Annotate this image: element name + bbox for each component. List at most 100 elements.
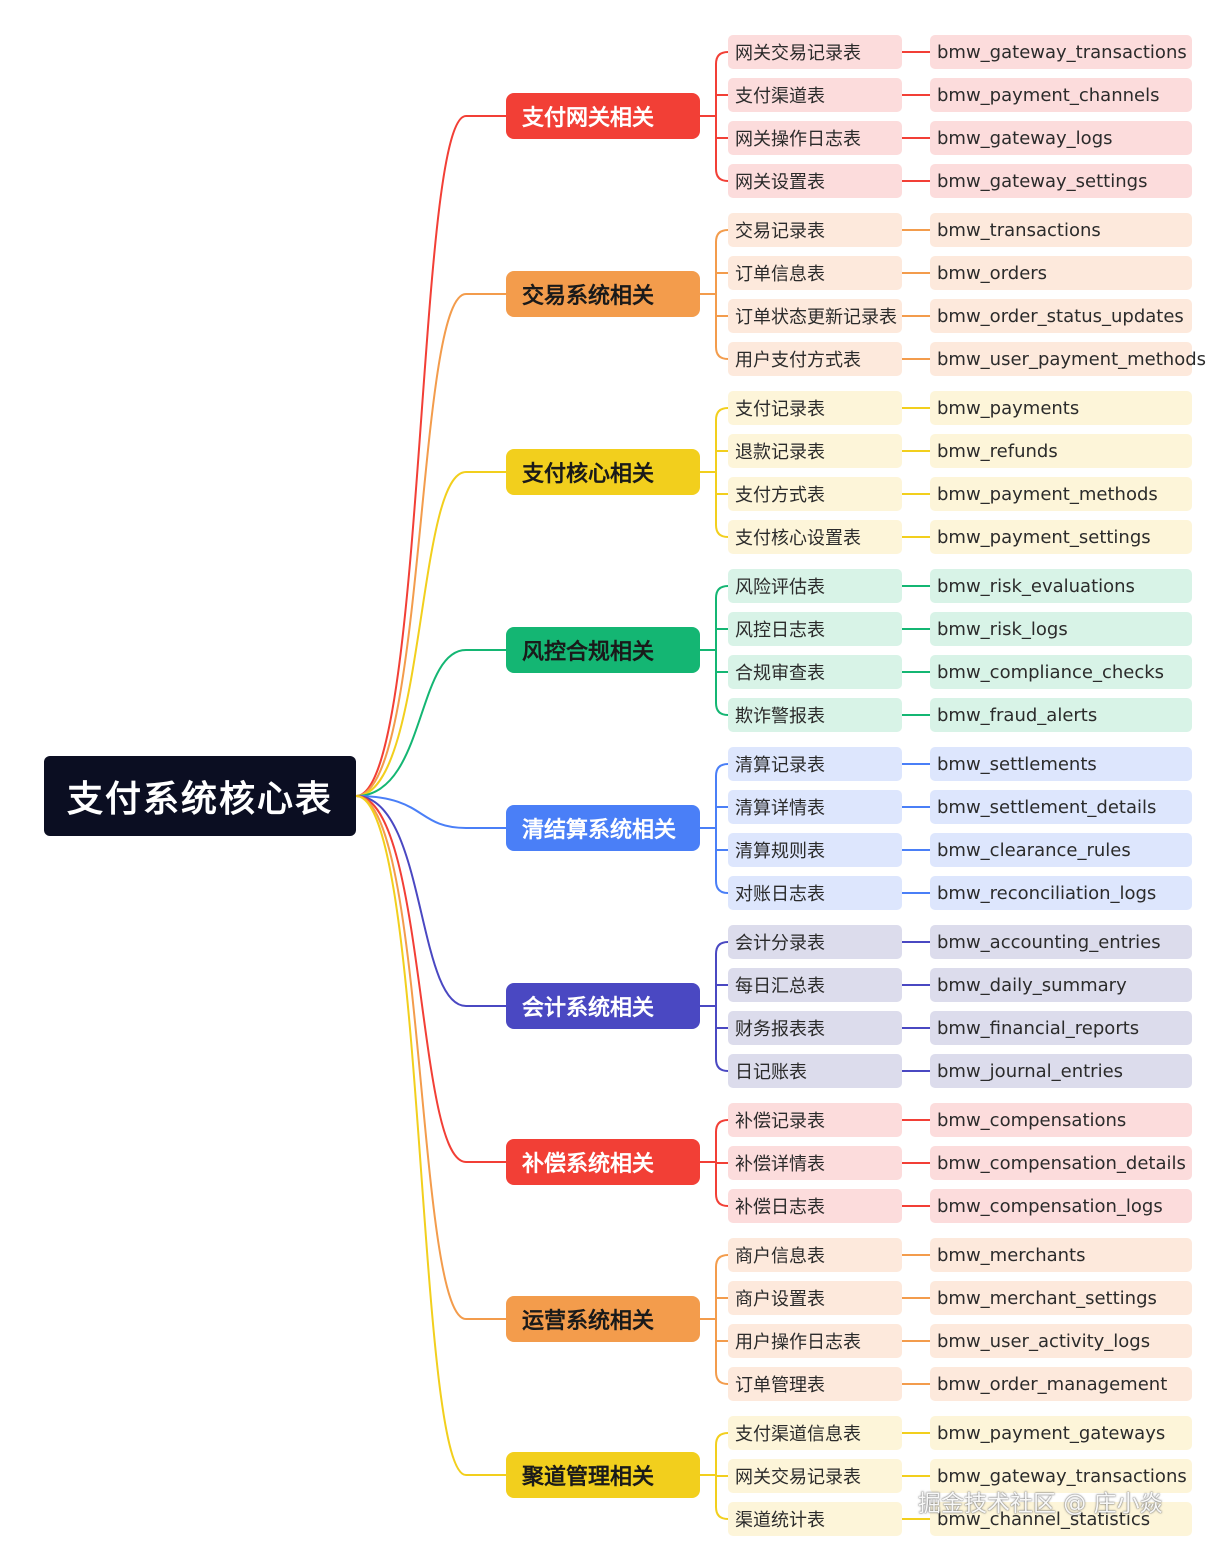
table-cn-node: 合规审查表 (728, 655, 902, 689)
connector-bracket-0 (715, 51, 729, 182)
table-en-node: bmw_risk_evaluations (930, 569, 1192, 603)
category-label: 支付核心相关 (522, 462, 655, 487)
table-en-node: bmw_gateway_logs (930, 121, 1192, 155)
table-cn-node: 商户设置表 (728, 1281, 902, 1315)
table-en-node: bmw_payment_channels (930, 78, 1192, 112)
table-en-node: bmw_order_status_updates (930, 299, 1192, 333)
table-en-node: bmw_gateway_transactions (930, 35, 1192, 69)
table-en-label: bmw_channel_statistics (937, 1508, 1151, 1530)
table-cn-label: 商户信息表 (735, 1246, 825, 1267)
category-node: 支付核心相关 (506, 449, 700, 495)
connector-root-1 (355, 293, 506, 797)
table-cn-label: 支付渠道表 (735, 86, 825, 107)
table-en-label: bmw_user_payment_methods (937, 348, 1207, 370)
table-cn-label: 退款记录表 (735, 442, 825, 463)
table-en-label: bmw_payments (937, 397, 1080, 419)
table-cn-node: 对账日志表 (728, 876, 902, 910)
table-en-label: bmw_daily_summary (937, 974, 1127, 996)
table-cn-node: 支付方式表 (728, 477, 902, 511)
table-en-node: bmw_transactions (930, 213, 1192, 247)
table-cn-node: 用户操作日志表 (728, 1324, 902, 1358)
connector-bracket-3 (715, 585, 729, 716)
table-en-node: bmw_clearance_rules (930, 833, 1192, 867)
table-en-node: bmw_financial_reports (930, 1011, 1192, 1045)
table-en-label: bmw_financial_reports (937, 1017, 1140, 1039)
table-cn-label: 商户设置表 (735, 1289, 825, 1310)
table-cn-node: 支付记录表 (728, 391, 902, 425)
table-en-node: bmw_compensations (930, 1103, 1192, 1137)
table-en-node: bmw_user_payment_methods (930, 342, 1206, 376)
table-cn-node: 财务报表表 (728, 1011, 902, 1045)
connector-bracket-1 (715, 229, 729, 360)
table-cn-label: 订单管理表 (735, 1375, 825, 1396)
table-en-node: bmw_compensation_logs (930, 1189, 1192, 1223)
connector-root-4 (355, 795, 506, 829)
table-en-label: bmw_compensations (937, 1109, 1127, 1131)
table-en-label: bmw_clearance_rules (937, 839, 1131, 861)
connector-bracket-5 (715, 941, 729, 1072)
table-cn-label: 对账日志表 (735, 884, 825, 905)
table-cn-label: 用户支付方式表 (735, 350, 861, 371)
category-label: 聚道管理相关 (522, 1465, 655, 1490)
table-en-label: bmw_merchant_settings (937, 1287, 1157, 1309)
table-en-node: bmw_accounting_entries (930, 925, 1192, 959)
table-en-label: bmw_user_activity_logs (937, 1330, 1151, 1352)
category-node: 聚道管理相关 (506, 1452, 700, 1498)
table-cn-label: 会计分录表 (735, 933, 825, 954)
table-en-node: bmw_compensation_details (930, 1146, 1192, 1180)
table-en-label: bmw_gateway_logs (937, 127, 1113, 149)
table-cn-node: 网关交易记录表 (728, 1459, 902, 1493)
table-en-node: bmw_compliance_checks (930, 655, 1192, 689)
table-cn-label: 每日汇总表 (735, 976, 825, 997)
table-en-node: bmw_gateway_transactions (930, 1459, 1192, 1493)
connector-root-8 (355, 795, 506, 1476)
table-cn-label: 财务报表表 (735, 1019, 825, 1040)
root-node: 支付系统核心表 (44, 756, 356, 836)
table-en-node: bmw_risk_logs (930, 612, 1192, 646)
category-label: 交易系统相关 (522, 284, 655, 309)
table-cn-node: 补偿记录表 (728, 1103, 902, 1137)
table-en-label: bmw_refunds (937, 440, 1058, 462)
table-cn-label: 支付核心设置表 (735, 528, 861, 549)
table-cn-node: 网关设置表 (728, 164, 902, 198)
table-en-label: bmw_compensation_details (937, 1152, 1186, 1174)
category-node: 补偿系统相关 (506, 1139, 700, 1185)
category-label: 补偿系统相关 (522, 1152, 655, 1177)
table-en-label: bmw_gateway_transactions (937, 1465, 1187, 1487)
table-en-node: bmw_user_activity_logs (930, 1324, 1192, 1358)
table-cn-node: 补偿详情表 (728, 1146, 902, 1180)
table-en-node: bmw_merchants (930, 1238, 1192, 1272)
table-en-node: bmw_fraud_alerts (930, 698, 1192, 732)
table-cn-label: 清算详情表 (735, 798, 825, 819)
table-en-label: bmw_journal_entries (937, 1060, 1124, 1082)
table-cn-label: 清算规则表 (735, 841, 825, 862)
table-cn-node: 渠道统计表 (728, 1502, 902, 1536)
table-en-node: bmw_order_management (930, 1367, 1192, 1401)
category-label: 风控合规相关 (522, 640, 655, 665)
category-label: 清结算系统相关 (522, 818, 677, 843)
table-cn-node: 补偿日志表 (728, 1189, 902, 1223)
category-node: 清结算系统相关 (506, 805, 700, 851)
table-en-label: bmw_order_management (937, 1373, 1168, 1395)
table-en-node: bmw_settlements (930, 747, 1192, 781)
table-cn-label: 网关交易记录表 (735, 1467, 861, 1488)
table-cn-node: 风控日志表 (728, 612, 902, 646)
table-cn-node: 网关操作日志表 (728, 121, 902, 155)
table-cn-label: 网关操作日志表 (735, 129, 861, 150)
table-cn-label: 风险评估表 (735, 577, 825, 598)
table-cn-node: 清算详情表 (728, 790, 902, 824)
table-en-node: bmw_channel_statistics (930, 1502, 1192, 1536)
table-cn-node: 清算规则表 (728, 833, 902, 867)
category-label: 支付网关相关 (522, 106, 655, 131)
table-cn-node: 订单管理表 (728, 1367, 902, 1401)
table-cn-node: 支付渠道表 (728, 78, 902, 112)
table-en-node: bmw_journal_entries (930, 1054, 1192, 1088)
table-cn-node: 订单状态更新记录表 (728, 299, 902, 333)
connector-bracket-2 (715, 407, 729, 538)
table-cn-label: 渠道统计表 (735, 1510, 825, 1531)
table-cn-label: 用户操作日志表 (735, 1332, 861, 1353)
category-label: 会计系统相关 (522, 996, 655, 1021)
table-cn-label: 清算记录表 (735, 755, 825, 776)
connector-bracket-7 (715, 1254, 729, 1385)
